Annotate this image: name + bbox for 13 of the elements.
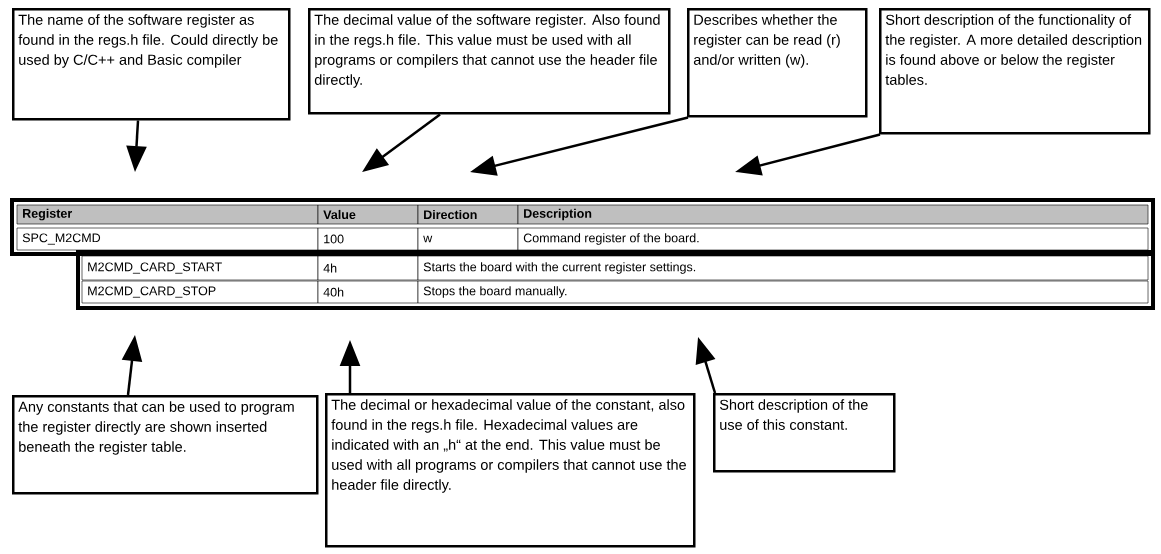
table-cell: w [417, 227, 519, 251]
callout-box: Short description of the use of this constant. [713, 393, 896, 473]
table-cell: 4h [317, 255, 419, 281]
callout-box: Short description of the functionality of the register. A more detailed description is found above or below the register tables. [879, 8, 1151, 135]
callout-box: Describes whether the register can be read (r) and/or written (w). [687, 8, 868, 118]
callout-box: Any constants that can be used to program the register directly are shown inserted beneath the register table. [12, 395, 319, 495]
table-cell: 100 [317, 227, 419, 251]
column-header: Direction [417, 204, 519, 225]
callout-box: The name of the software register as found in the regs.h file. Could directly be used by C/C++ and Basic compiler [12, 8, 291, 121]
column-header: Value [317, 204, 419, 225]
table-cell: 40h [317, 280, 419, 304]
callout-box: The decimal value of the software register. Also found in the regs.h file. This value must be used with all programs or compilers that cannot use the header file directly. [308, 8, 671, 115]
callout-box: The decimal or hexadecimal value of the constant, also found in the regs.h file. Hexadecimal values are indicated with an „h“ at the end. This value must be used with all programs or compilers that cannot use the header file directly. [325, 393, 696, 548]
